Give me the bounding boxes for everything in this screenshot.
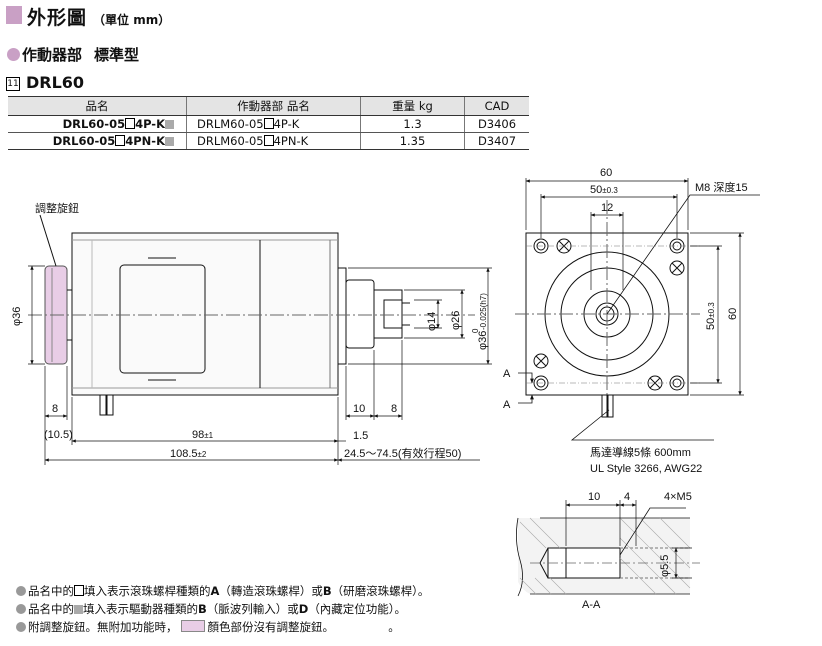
sec-dim-4: 4 [624, 491, 630, 503]
d26-label: φ26 [450, 311, 462, 330]
dim-12: 12 [601, 202, 613, 214]
d36-left-label: φ36 [11, 307, 23, 326]
dim-10: 10 [353, 403, 365, 415]
col-header-name: 品名 [8, 96, 187, 116]
dim-50-side: 50±0.3 [705, 302, 717, 330]
front-view [515, 178, 760, 441]
weight-cell: 1.3 [360, 115, 465, 133]
placeholder-filled-icon [165, 120, 174, 129]
note-driver: 品名中的填入表示驅動器種類的B（脈波列輸入）或D（內藏定位功能）。 [16, 601, 406, 617]
dim-60-side: 60 [727, 308, 739, 320]
cad-link[interactable]: D3406 [464, 115, 529, 133]
color-swatch-icon [180, 620, 205, 632]
sec-dim-10: 10 [588, 491, 600, 503]
motor-window [119, 264, 206, 374]
bullet-icon [16, 586, 26, 596]
dim-60-top: 60 [600, 167, 612, 179]
stroke-label: 24.5～74.5(有效行程50) [344, 446, 461, 460]
section-a-a [516, 500, 700, 597]
dim-10-5: (10.5) [44, 429, 73, 441]
model-title: DRL60 [26, 73, 85, 92]
placeholder-filled-icon [74, 605, 83, 614]
dim-98: 98±1 [192, 429, 214, 441]
section-mark-a2: A [503, 399, 511, 411]
drawing-labels: 調整旋鈕 φ36 φ14 φ26 φ36 0 -0.025(h7) 8 (10.… [11, 167, 748, 611]
sec-m5: 4×M5 [664, 491, 692, 503]
m8-label: M8 深度15 [695, 180, 748, 194]
placeholder-box-icon [263, 135, 274, 146]
side-view [28, 214, 492, 465]
d36-shaft-label: φ36 [477, 331, 489, 350]
section-mark-a1: A [503, 368, 511, 380]
connector-pin [99, 394, 107, 416]
placeholder-box-icon [125, 118, 136, 129]
knob-label: 調整旋鈕 [35, 201, 79, 215]
unit-label: （單位 mm） [93, 13, 171, 27]
d14-label: φ14 [426, 312, 438, 331]
section-label: A-A [582, 599, 601, 611]
lead-label: 馬達導線5條 600mm [590, 445, 691, 459]
dim-50-top: 50±0.3 [590, 184, 618, 196]
weight-cell: 1.35 [360, 132, 465, 150]
placeholder-filled-icon [165, 137, 174, 146]
tol-h7: -0.025(h7) [479, 293, 488, 330]
table-header-row: 品名 作動器部 品名 重量 kg CAD [8, 96, 529, 116]
col-header-weight: 重量 kg [360, 96, 465, 116]
dim-8-right: 8 [391, 403, 397, 415]
dim-8-left: 8 [52, 403, 58, 415]
dim-108-5: 108.5±2 [170, 448, 207, 460]
dim-1-5: 1.5 [353, 430, 368, 442]
cad-link[interactable]: D3407 [464, 132, 529, 150]
title-marker-icon [6, 6, 22, 24]
page-title: 外形圖（單位 mm） [27, 7, 171, 29]
col-header-actuator: 作動器部 品名 [186, 96, 361, 116]
note-ball-screw: 品名中的填入表示滾珠螺桿種類的A（轉造滾珠螺桿）或B（研磨滾珠螺桿）。 [16, 583, 429, 599]
col-header-cad: CAD [464, 96, 529, 116]
note-knob: 附調整旋鈕。無附加功能時，顏色部份沒有調整旋鈕。。 [16, 619, 400, 635]
section-subtitle: 作動器部標準型 [22, 46, 140, 64]
bullet-icon [7, 48, 20, 61]
sec-d55: φ5.5 [659, 555, 671, 577]
tol-zero: 0 [471, 328, 480, 333]
model-index-badge: 11 [6, 77, 20, 91]
placeholder-box-icon [115, 135, 126, 146]
lead-spec: UL Style 3266, AWG22 [590, 463, 702, 475]
bullet-icon [16, 604, 26, 614]
placeholder-box-icon [263, 118, 274, 129]
bullet-icon [16, 622, 26, 632]
placeholder-box-icon [74, 585, 84, 596]
